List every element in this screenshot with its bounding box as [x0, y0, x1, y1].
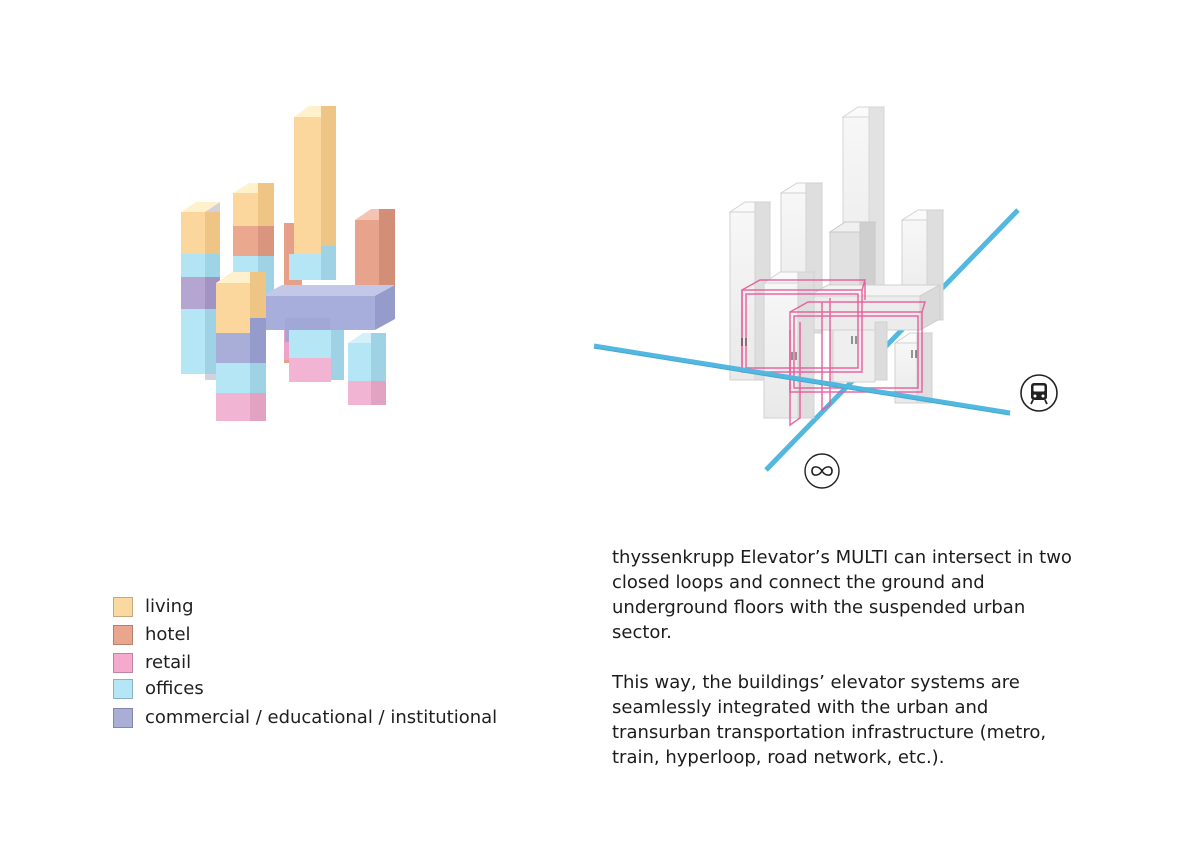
paragraph-1-text: can intersect in two closed loops and co… — [612, 547, 1072, 643]
white-suspended-bar — [807, 284, 941, 331]
tower-front — [216, 272, 266, 421]
hyperloop-line — [764, 208, 1020, 472]
legend-swatch-hotel — [113, 625, 133, 645]
metro-train-icon — [1020, 374, 1058, 412]
white-block-center-front — [832, 321, 888, 383]
suspended-urban-bar — [262, 285, 395, 342]
legend-label: hotel — [145, 624, 191, 645]
legend-swatch-retail — [113, 653, 133, 673]
description-text: thyssenkrupp Elevator’s MULTI can inters… — [612, 545, 1082, 770]
legend-label: commercial / educational / institutional — [145, 707, 498, 728]
tower-center-front — [289, 330, 344, 382]
description-paragraph-2: This way, the buildings’ elevator system… — [612, 672, 1047, 768]
legend-swatch-offices — [113, 679, 133, 699]
elevator-loop-diagram — [593, 106, 1020, 472]
tower-tall-center — [289, 106, 336, 280]
tower-right-front — [348, 333, 386, 405]
brand-name: thyssenkrupp Elevator’s MULTI — [612, 547, 889, 568]
metro-line — [593, 343, 1011, 416]
program-massing-diagram — [181, 106, 395, 421]
description-paragraph-1: thyssenkrupp Elevator’s MULTI can inters… — [612, 545, 1082, 645]
infinity-icon — [804, 453, 840, 489]
legend-label: offices — [145, 678, 204, 699]
legend-label: retail — [145, 652, 192, 673]
elevator-loop-b — [789, 282, 927, 412]
elevator-direction-arrows — [741, 336, 917, 360]
legend-swatch-living — [113, 597, 133, 617]
legend-label: living — [145, 596, 194, 617]
tower-left — [181, 202, 220, 380]
legend-swatch-commercial — [113, 708, 133, 728]
